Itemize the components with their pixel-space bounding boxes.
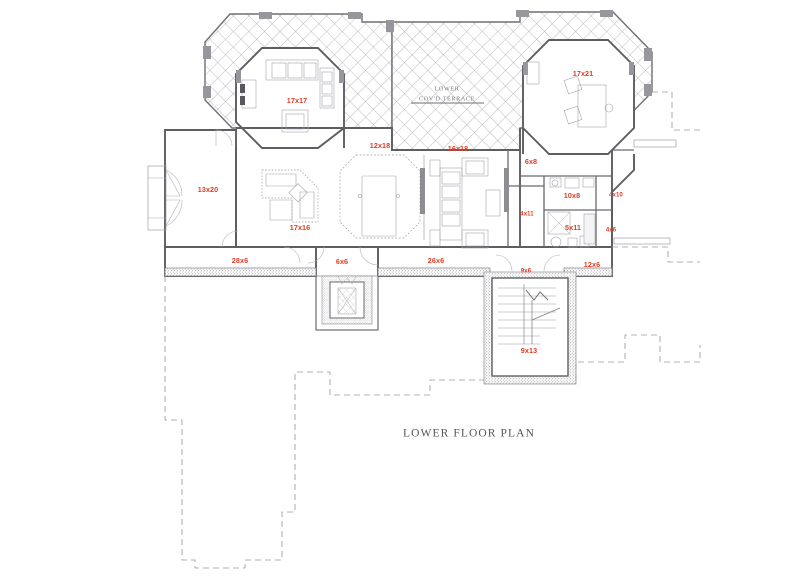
right-projections — [612, 139, 677, 245]
dashed-footprint — [164, 91, 701, 569]
plan-title: LOWER FLOOR PLAN — [403, 428, 535, 440]
room-label-10x8: 10x8 — [564, 191, 580, 200]
room-label-4x11: 4x11 — [520, 212, 534, 218]
room-label-17x16: 17x16 — [290, 223, 311, 232]
room-label-9x13: 9x13 — [521, 346, 537, 355]
left-room-openings — [147, 129, 239, 248]
room-label-9x6: 9x6 — [521, 269, 532, 275]
terrace-label-line1: LOWER — [435, 85, 460, 92]
furniture-12x18 — [358, 175, 400, 237]
furniture-17x17 — [240, 59, 335, 133]
terrace-piers — [203, 10, 652, 98]
furniture-17x16 — [261, 169, 319, 223]
room-16x18-partition — [420, 155, 425, 240]
room-label-12x18: 12x18 — [370, 141, 391, 150]
room-label-5x11: 5x11 — [565, 223, 581, 232]
furniture-17x21 — [526, 61, 614, 128]
furniture-16x18 — [429, 157, 501, 249]
room-label-17x17: 17x17 — [287, 96, 308, 105]
room-label-17x21: 17x21 — [573, 69, 594, 78]
bath-fixtures — [547, 177, 596, 248]
room-label-6x6: 6x6 — [336, 257, 348, 266]
stairwell-block — [483, 271, 577, 385]
room-label-13x20: 13x20 — [198, 185, 219, 194]
room-label-12x6: 12x6 — [584, 260, 600, 269]
room-label-16x18: 16x18 — [448, 144, 469, 153]
room-label-4x6: 4x6 — [606, 228, 617, 234]
corridor-band — [164, 246, 613, 331]
terrace-label-line2: COV'D TERRACE — [419, 95, 475, 102]
room-label-28x6: 28x6 — [232, 256, 248, 265]
room-label-6x8: 6x8 — [525, 157, 537, 166]
room-label-26x6: 26x6 — [428, 256, 444, 265]
service-core-walls — [504, 150, 612, 247]
room-label-4x10: 4x10 — [609, 193, 623, 199]
building-outline — [164, 127, 635, 248]
room-12x18-outline — [339, 154, 421, 239]
